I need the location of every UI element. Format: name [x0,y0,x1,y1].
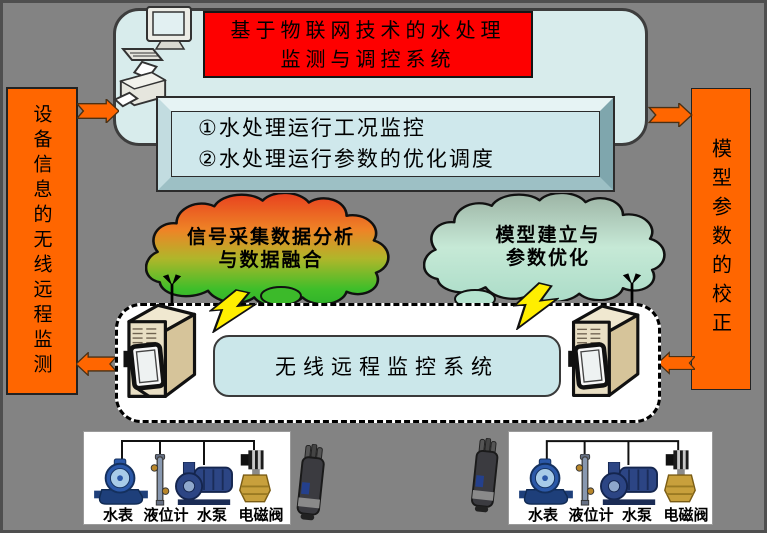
equipment-panel-right: 水表 液位计 水泵 电磁阀 [508,431,713,525]
label-solenoid-valve: 电磁阀 [238,506,284,524]
solenoid-valve-icon [664,450,696,503]
antenna-left-icon [162,274,182,306]
level-gauge-icon [150,454,170,506]
label-pump: 水泵 [621,506,652,524]
left-info-bar: 设备信息的无线远程监测 [6,87,78,395]
antenna-right-icon [622,273,642,305]
water-meter-icon [94,458,148,505]
lightning-left-icon [209,289,257,333]
monitor-function-2: ②水处理运行参数的优化调度 [198,147,495,171]
rtu-cabinet-left-icon [123,303,197,398]
title-line-1: 基于物联网技术的水处理 [230,17,506,42]
printer-icon [113,60,168,108]
level-gauge-icon [575,454,595,506]
pump-icon [175,462,233,505]
pump-icon [600,462,658,505]
right-info-bar: 模型参数的校正 [691,88,751,390]
sensor-left-icon [296,443,325,521]
label-water-meter: 水表 [102,506,133,524]
solenoid-valve-icon [239,450,271,503]
computer-icon [121,6,192,61]
sensor-right-icon [471,437,499,513]
label-solenoid-valve: 电磁阀 [663,506,709,524]
title-banner: 基于物联网技术的水处理 监测与调控系统 [203,11,533,78]
rtu-cabinet-right-icon [568,304,640,397]
water-meter-icon [519,458,573,505]
left-info-bar-label: 设备信息的无线远程监测 [30,103,53,379]
label-pump: 水泵 [196,506,227,524]
wireless-system-label: 无线远程监控系统 [275,355,499,379]
wireless-system-box: 无线远程监控系统 [213,335,561,397]
lightning-right-icon [513,282,559,330]
monitoring-functions-box: ①水处理运行工况监控 ②水处理运行参数的优化调度 [156,96,615,192]
arrow-right-top-icon [648,103,693,127]
title-line-2: 监测与调控系统 [280,46,456,71]
label-level-gauge: 液位计 [143,506,189,524]
arrow-left-bottom-icon [76,352,116,376]
monitor-function-1: ①水处理运行工况监控 [198,116,426,140]
arrow-right-bottom-icon [658,351,695,375]
equipment-panel-left: 水表 液位计 水泵 电磁阀 [83,431,291,525]
arrow-left-top-icon [77,99,119,123]
right-info-bar-label: 模型参数的校正 [708,137,733,341]
right-cloud-shape-icon [423,193,666,301]
wiring-harness-icon [121,440,255,465]
label-level-gauge: 液位计 [568,506,614,524]
label-water-meter: 水表 [527,506,558,524]
left-cloud-shape-icon [145,193,390,305]
